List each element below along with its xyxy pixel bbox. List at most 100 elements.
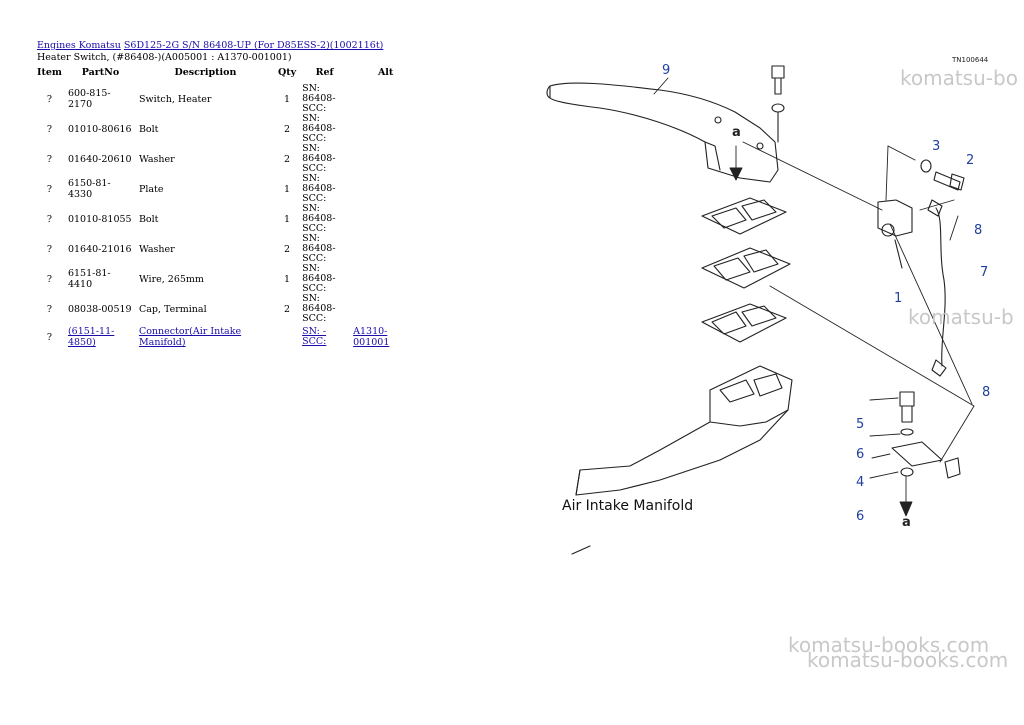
cell-alt: [350, 234, 421, 264]
cell-item: ?: [46, 273, 53, 285]
cell-partno: 08038-00519: [67, 303, 132, 315]
cell-qty: 2: [284, 153, 291, 165]
ref-link[interactable]: SN: -SCC:: [302, 326, 327, 347]
cell-description: Cap, Terminal: [138, 303, 207, 315]
table-row: ? 6151-81-4410 Wire, 265mm 1 SN: 86408-S…: [34, 264, 421, 294]
callout-3: 3: [932, 139, 940, 154]
callout-8-top: 8: [974, 223, 982, 238]
cell-alt: [350, 294, 421, 324]
leader-lines: [653, 77, 975, 517]
cell-qty: [275, 324, 299, 350]
callout-8-low: 8: [982, 385, 990, 400]
cell-partno: 6151-81-4410: [67, 268, 111, 290]
table-header-row: Item PartNo Description Qty Ref Alt: [34, 67, 421, 84]
table-row: ? 01010-81055 Bolt 1 SN: 86408-SCC:: [34, 204, 421, 234]
cell-alt: [350, 264, 421, 294]
breadcrumb-link-model[interactable]: S6D125-2G S/N 86408-UP (For D85ESS-2)(10…: [123, 40, 384, 51]
plate-assembly-drawing: [891, 391, 961, 479]
callout-7: 7: [980, 265, 988, 280]
callout-4: 4: [856, 475, 864, 490]
cell-description: Wire, 265mm: [138, 273, 204, 285]
cell-item: ?: [46, 331, 53, 343]
cell-ref: SN: 86408-SCC:: [302, 143, 336, 174]
cell-qty: 1: [284, 213, 291, 225]
cell-qty: 2: [284, 303, 291, 315]
page-subtitle: Heater Switch, (#86408-)(A005001 : A1370…: [37, 52, 292, 63]
table-row: ? 08038-00519 Cap, Terminal 2 SN: 86408-…: [34, 294, 421, 324]
cell-partno: 6150-81-4330: [67, 178, 111, 200]
cell-description: Washer: [138, 243, 175, 255]
col-header-partno: PartNo: [81, 67, 120, 78]
cell-qty: 2: [284, 243, 291, 255]
table-row: ? 6150-81-4330 Plate 1 SN: 86408-SCC:: [34, 174, 421, 204]
cell-item: ?: [46, 243, 53, 255]
parts-panel: Engines Komatsu S6D125-2G S/N 86408-UP (…: [37, 40, 517, 350]
alt-link[interactable]: A1310-001001: [353, 326, 390, 348]
col-header-item: Item: [37, 67, 62, 78]
gasket-mid-drawing: [701, 247, 791, 289]
cell-qty: 1: [284, 93, 291, 105]
cell-item: ?: [46, 153, 53, 165]
parts-diagram: TN100644: [540, 50, 1024, 560]
cell-ref: SN: 86408-SCC:: [302, 83, 336, 114]
cell-description: Washer: [138, 153, 175, 165]
table-row: ? 01010-80616 Bolt 2 SN: 86408-SCC:: [34, 114, 421, 144]
callout-1: 1: [894, 291, 902, 306]
cell-description: Switch, Heater: [138, 93, 212, 105]
cell-partno: 01640-20610: [67, 153, 132, 165]
watermark: komatsu-books.com: [788, 633, 990, 657]
bolt-2-drawing: [933, 171, 965, 191]
wire-drawing: [927, 199, 947, 377]
gasket-low-drawing: [701, 303, 787, 343]
cell-description: Plate: [138, 183, 164, 195]
cell-item: ?: [46, 93, 53, 105]
callout-2: 2: [966, 153, 974, 168]
diagram-code: TN100644: [951, 56, 989, 64]
description-link[interactable]: Connector(Air Intake Manifold): [138, 326, 242, 348]
callout-6-low: 6: [856, 509, 864, 524]
cell-partno: (6151-11-4850): [65, 324, 136, 350]
col-header-ref: Ref: [315, 67, 334, 78]
cell-item: ?: [46, 183, 53, 195]
cell-ref: SN: 86408-SCC:: [302, 203, 336, 234]
callout-5: 5: [856, 417, 864, 432]
cell-ref: SN: 86408-SCC:: [302, 113, 336, 144]
cell-description: Bolt: [138, 123, 159, 135]
cell-partno: 01010-81055: [67, 213, 132, 225]
gasket-top-drawing: [701, 197, 787, 235]
cell-ref: SN: -SCC:: [299, 324, 350, 350]
diagram-caption: Air Intake Manifold: [562, 498, 693, 514]
cell-alt: [350, 84, 421, 114]
partno-link[interactable]: (6151-11-4850): [67, 326, 115, 348]
cell-alt: [350, 174, 421, 204]
cell-alt: [350, 204, 421, 234]
table-row: ? 01640-20610 Washer 2 SN: 86408-SCC:: [34, 144, 421, 174]
callout-9: 9: [662, 63, 670, 78]
cell-description: Bolt: [138, 213, 159, 225]
heater-switch-drawing: [877, 199, 913, 269]
cell-ref: SN: 86408-SCC:: [302, 293, 336, 324]
parts-table: Item PartNo Description Qty Ref Alt ? 60…: [34, 67, 421, 350]
breadcrumb-link-engines[interactable]: Engines Komatsu: [37, 40, 121, 51]
heater-pipe-drawing: [546, 82, 779, 183]
cell-alt: [350, 114, 421, 144]
cell-ref: SN: 86408-SCC:: [302, 263, 336, 294]
callout-6-top: 6: [856, 447, 864, 462]
washer-3-drawing: [920, 159, 932, 173]
breadcrumb: Engines Komatsu S6D125-2G S/N 86408-UP (…: [37, 40, 517, 52]
cell-item: ?: [46, 123, 53, 135]
cell-qty: 1: [284, 273, 291, 285]
cell-partno: 01640-21016: [67, 243, 132, 255]
top-bolt-drawing: [771, 65, 785, 143]
cell-qty: 1: [284, 183, 291, 195]
cell-item: ?: [46, 303, 53, 315]
cell-qty: 2: [284, 123, 291, 135]
callout-labels: 9 a 3 2 8 7 1 8 5 6 4 6 a: [662, 63, 990, 530]
col-header-alt: Alt: [377, 67, 394, 78]
cell-item: ?: [46, 213, 53, 225]
cell-description: Connector(Air Intake Manifold): [136, 324, 275, 350]
callout-a-bottom: a: [902, 515, 911, 530]
table-row: ? (6151-11-4850) Connector(Air Intake Ma…: [34, 324, 421, 350]
watermark: komatsu-books.com: [807, 648, 1009, 672]
cell-ref: SN: 86408-SCC:: [302, 173, 336, 204]
